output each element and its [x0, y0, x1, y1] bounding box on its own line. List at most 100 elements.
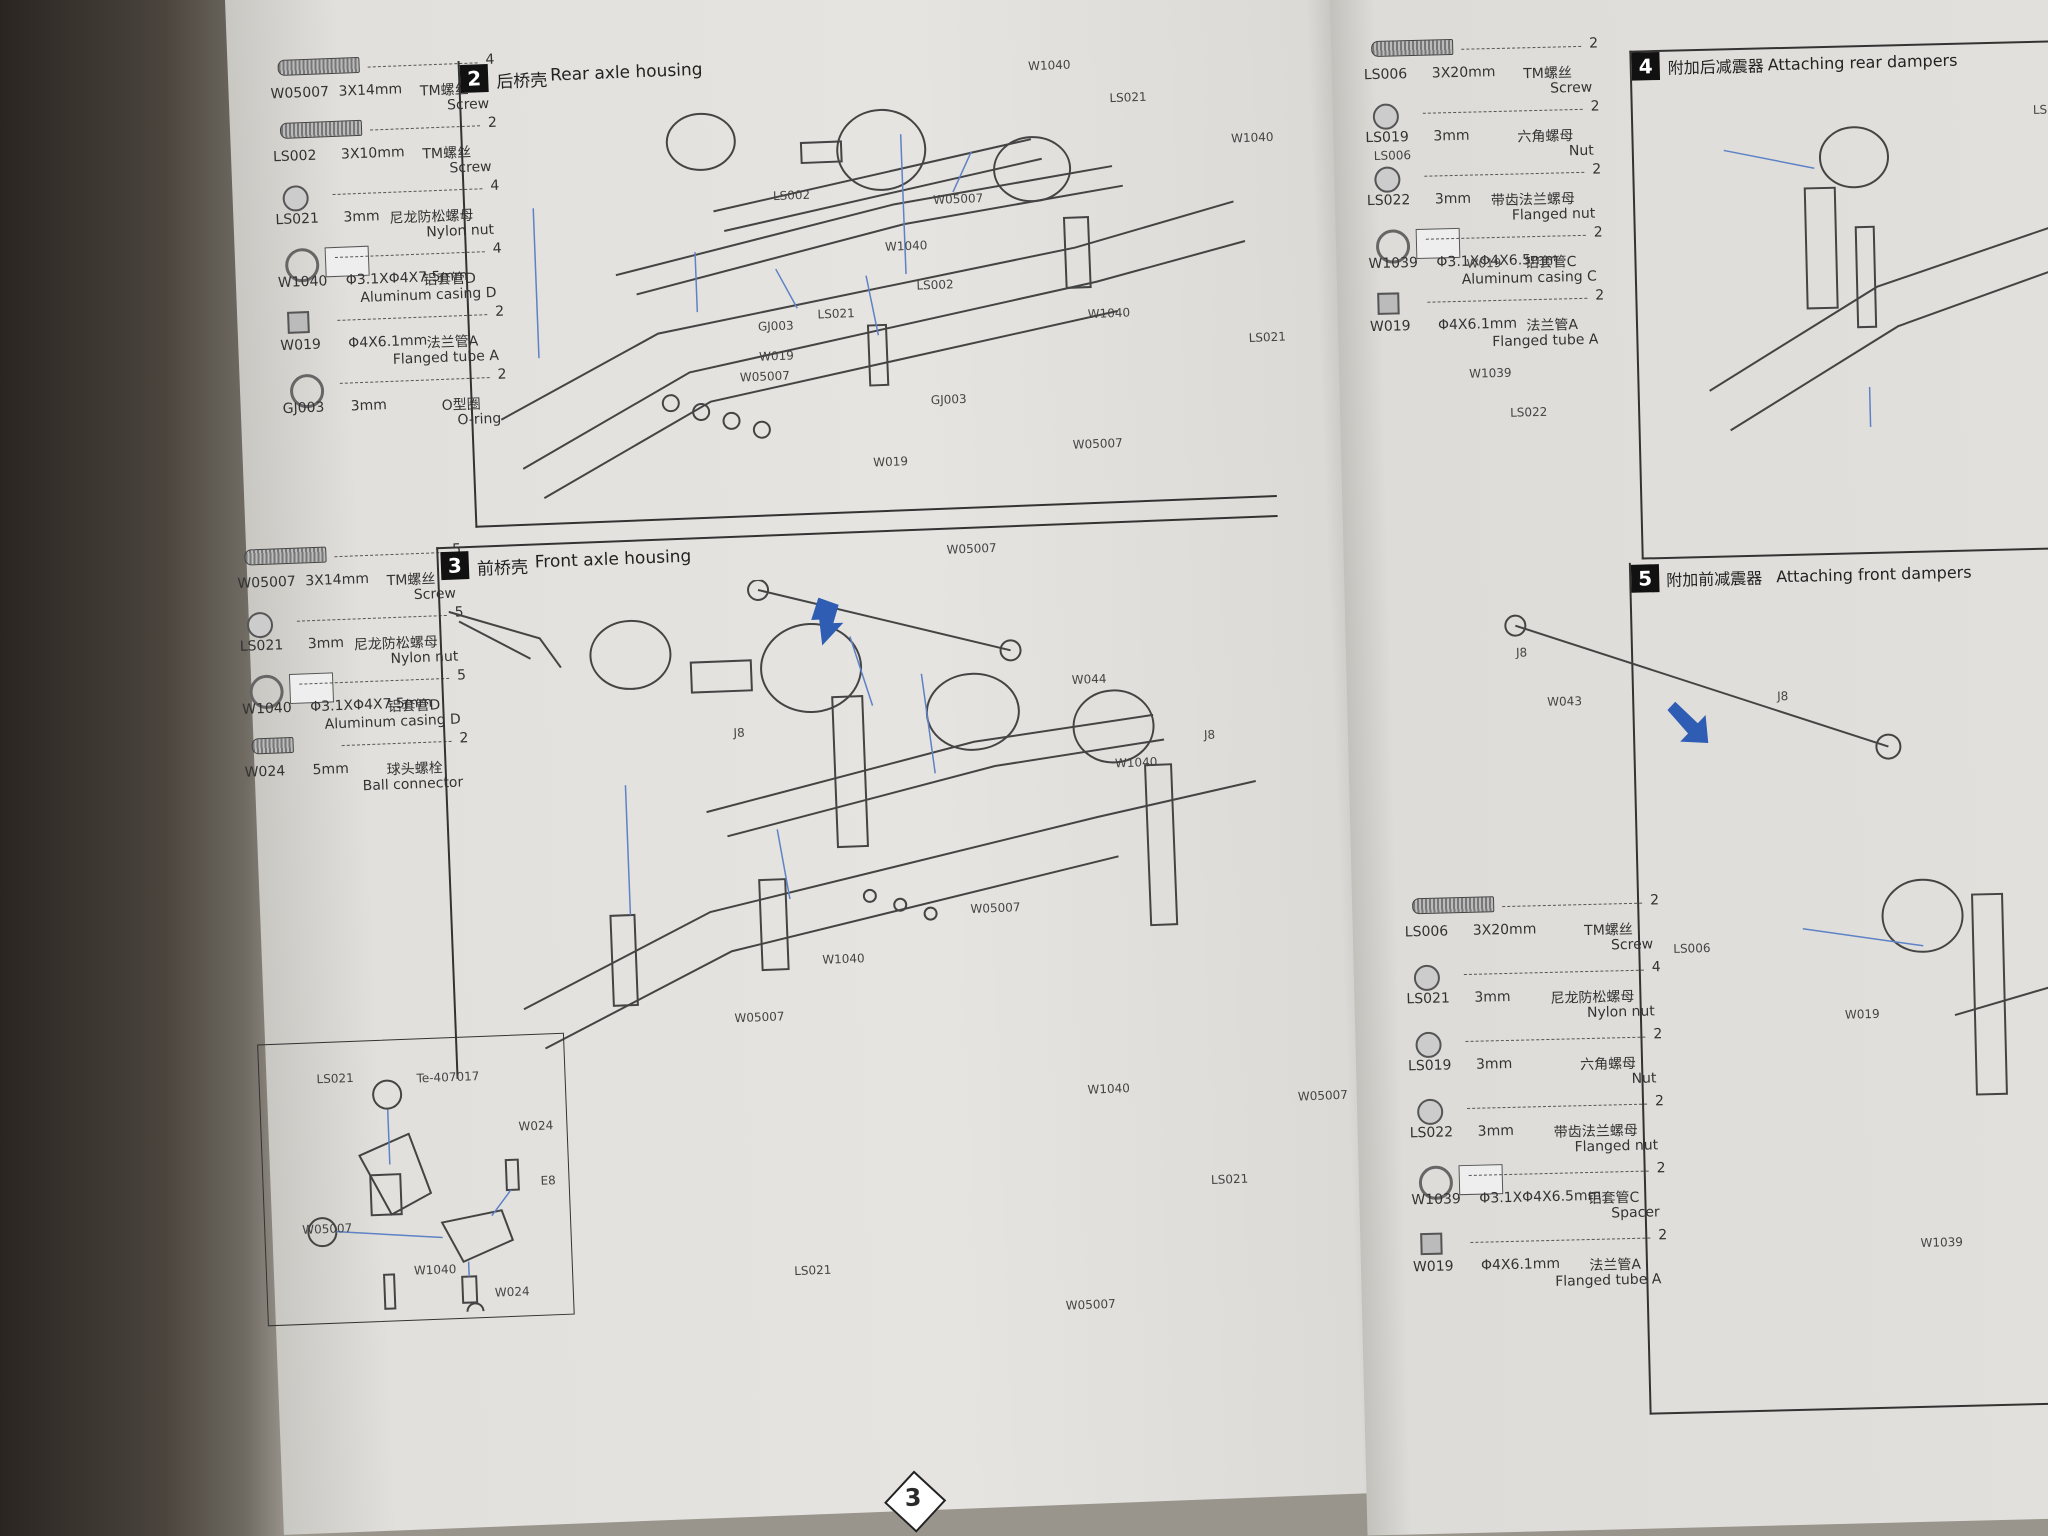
callout-label: J8 — [733, 725, 745, 741]
part-code: W019 — [280, 336, 322, 355]
callout-label: LS022 — [1509, 404, 1548, 420]
callout-label: W019 — [1466, 255, 1502, 271]
callout-label: J8 — [1776, 689, 1789, 704]
part-qty: 2 — [1656, 1160, 1666, 1177]
ball-connector-icon — [251, 736, 294, 755]
leader-dashes — [341, 740, 452, 747]
callout-label: GJ003 — [930, 391, 967, 408]
part-code: W1040 — [277, 273, 328, 292]
leader-dashes — [337, 314, 488, 321]
step4-number: 4 — [1631, 51, 1661, 81]
callout-label: W1040 — [413, 1262, 457, 1278]
flanged-tube-icon — [1420, 1232, 1443, 1256]
leader-dashes — [1427, 297, 1588, 303]
leader-dashes — [1461, 45, 1582, 50]
callout-label: W05007 — [1072, 435, 1123, 452]
callout-label: W05007 — [302, 1221, 353, 1237]
part-code: LS022 — [1366, 192, 1411, 210]
page-number-badge: 3 — [882, 1469, 947, 1533]
part-code: LS021 — [1406, 990, 1451, 1008]
callout-label: W05007 — [1065, 1296, 1117, 1313]
callout-label: LS021 — [1109, 89, 1147, 106]
leader-dashes — [1424, 171, 1585, 177]
screw-icon — [277, 56, 360, 77]
callout-label: W1039 — [1469, 365, 1512, 381]
callout-label: Te-407017 — [416, 1069, 480, 1086]
part-code: W05007 — [237, 573, 297, 592]
part-qty: 2 — [1654, 1093, 1665, 1110]
insert-arrow — [811, 597, 844, 646]
nut-icon — [1416, 1098, 1444, 1126]
callout-label: W024 — [494, 1284, 530, 1300]
callout-label: W1040 — [1087, 305, 1131, 322]
callout-label: W05007 — [734, 1009, 785, 1026]
callout-label: W05007 — [932, 191, 984, 207]
callout-label: LS021 — [817, 306, 855, 322]
part-qty: 2 — [1595, 287, 1605, 304]
page-number: 3 — [904, 1483, 922, 1513]
callout-label: W1040 — [1114, 754, 1158, 771]
callout-label: W044 — [1071, 671, 1107, 687]
part-code: W1039 — [1368, 254, 1419, 273]
callout-label: LS006 — [1373, 148, 1412, 163]
callout-label: W1040 — [822, 951, 865, 967]
part-code: LS006 — [1363, 66, 1408, 84]
callout-label: W019 — [872, 454, 909, 470]
part-size: 3mm — [1477, 1122, 1515, 1140]
callout-label: W05007 — [1297, 1087, 1349, 1104]
part-code: LS019 — [1407, 1057, 1452, 1075]
part-size: 3mm — [1474, 988, 1511, 1006]
callout-label: LS021 — [1248, 329, 1287, 345]
callout-label: W019 — [758, 348, 795, 364]
nut-icon — [1413, 964, 1441, 992]
callout-label: W05007 — [970, 900, 1021, 917]
part-name-en: Aluminum casing C — [1461, 268, 1598, 288]
part-name-en: Nylon nut — [390, 648, 459, 668]
part-name-en: Aluminum casing D — [324, 711, 462, 733]
leader-dashes — [1422, 108, 1583, 114]
callout-label: LS021 — [316, 1070, 354, 1087]
part-code: W019 — [1369, 318, 1411, 336]
callout-label: W05007 — [739, 368, 791, 385]
callout-label: W1040 — [884, 238, 928, 254]
inset-drawing — [307, 1079, 520, 1320]
step3-title-cn: 前桥壳 — [476, 557, 529, 580]
nut-icon — [1415, 1031, 1442, 1059]
step4-title-cn: 附加后减震器 — [1667, 56, 1764, 78]
part-code: W024 — [244, 763, 286, 781]
rear-axle-drawing — [500, 108, 1246, 499]
part-qty: 2 — [1588, 35, 1599, 52]
callout-label: J8 — [1203, 727, 1216, 742]
part-name-en: Screw — [1549, 79, 1593, 97]
part-code: LS019 — [1365, 129, 1409, 147]
callout-label: GJ003 — [757, 318, 794, 334]
part-name-en: Ball connector — [362, 774, 464, 795]
leader-dashes — [334, 551, 445, 558]
part-qty: 2 — [1592, 161, 1602, 178]
part-qty: 2 — [1590, 98, 1600, 115]
part-code: LS022 — [1409, 1124, 1454, 1142]
callout-label: LS021 — [793, 1262, 832, 1279]
callout-label: W019 — [1844, 1006, 1880, 1022]
part-code: LS021 — [275, 210, 320, 229]
callout-label: LS021 — [1210, 1171, 1249, 1188]
flanged-tube-icon — [1377, 292, 1400, 315]
rear-damper-drawing — [1709, 126, 2048, 432]
leader-dashes — [332, 188, 483, 196]
callout-label: LS002 — [916, 277, 954, 293]
callout-label: W1039 — [1920, 1234, 1964, 1250]
front-axle-drawing — [448, 578, 1256, 1050]
screw-icon — [244, 546, 327, 566]
part-code: W05007 — [270, 84, 330, 103]
callout-label: LS01 — [2032, 102, 2048, 117]
leader-dashes — [339, 377, 490, 384]
nut-icon — [1372, 103, 1400, 130]
callout-label: W043 — [1547, 694, 1583, 709]
callout-label: W1040 — [1027, 57, 1071, 74]
step5-title-cn: 附加前减震器 — [1666, 568, 1763, 590]
leader-dashes — [296, 614, 447, 622]
part-name-en: Flanged nut — [1511, 205, 1596, 224]
part-code: W1040 — [241, 699, 293, 718]
